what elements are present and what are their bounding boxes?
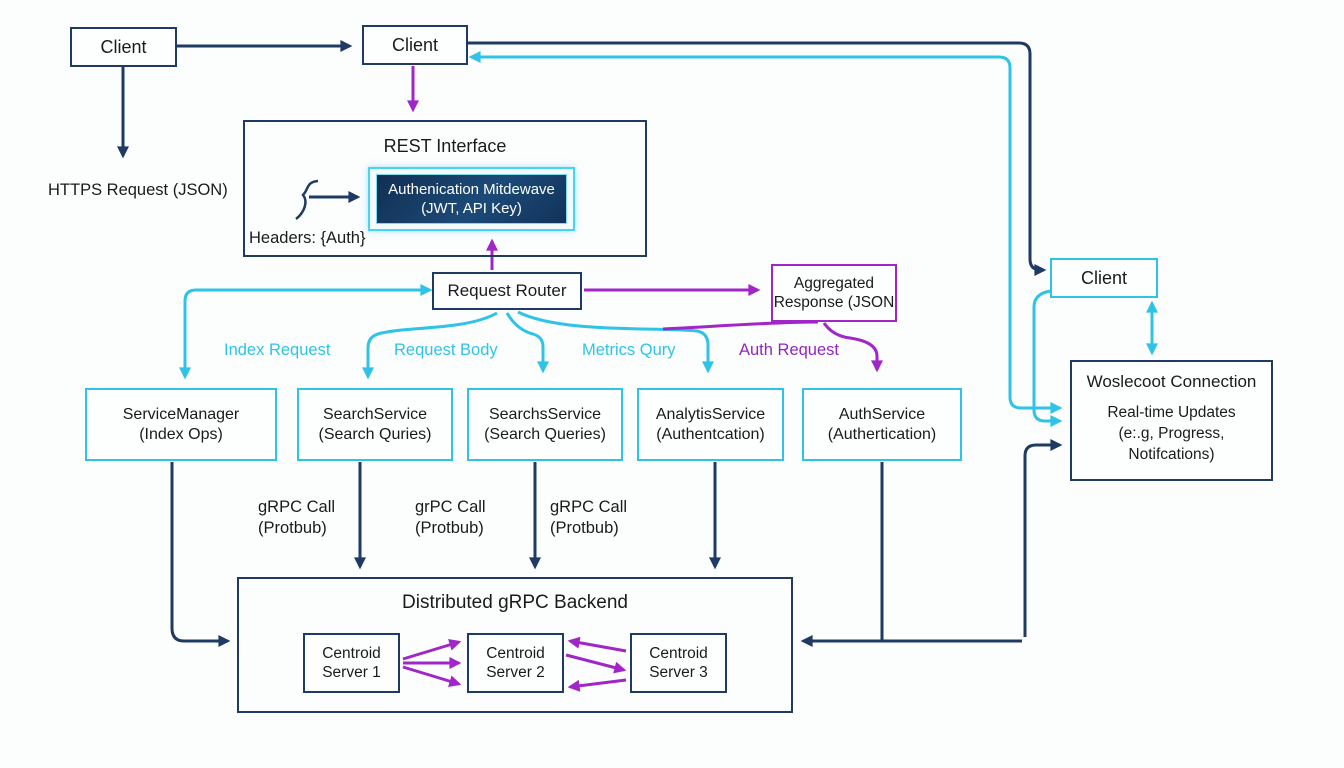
centroid-server-3-box: Centroid Server 3 bbox=[630, 633, 727, 693]
client-box-top-center: Client bbox=[362, 25, 468, 65]
auth-request-label: Auth Request bbox=[739, 341, 839, 359]
metrics-query-label: Metrics Qury bbox=[582, 341, 676, 359]
arrow-backend-to-websocket bbox=[1023, 439, 1063, 637]
service-box-searchservice: SearchService (Search Quries) bbox=[297, 388, 453, 461]
arrow-rightclient-to-websocket bbox=[1032, 289, 1063, 427]
client-box-top-left: Client bbox=[70, 27, 177, 67]
grpc-backend-box: Distributed gRPC Backend bbox=[237, 577, 793, 713]
rest-interface-title: REST Interface bbox=[383, 136, 507, 156]
client-box-right: Client bbox=[1050, 258, 1158, 298]
service-box-authservice: AuthService (Authertication) bbox=[802, 388, 962, 461]
websocket-body: Real-time Updates (e:.g, Progress, Notif… bbox=[1107, 404, 1236, 463]
grpc-call-label-3: gRPC Call (Protbub) bbox=[550, 498, 628, 537]
websocket-connection-box: Woslecoot Connection Real-time Updates (… bbox=[1070, 360, 1273, 481]
auth-middleware-box: Authenication Mitdewave (JWT, API Key) bbox=[376, 174, 567, 224]
grpc-backend-title: Distributed gRPC Backend bbox=[402, 592, 628, 613]
arrow-metrics-query bbox=[505, 312, 549, 374]
service-box-servicemanager: ServiceManager (Index Ops) bbox=[85, 388, 277, 461]
request-router-box: Request Router bbox=[432, 272, 582, 310]
centroid-server-1-box: Centroid Server 1 bbox=[303, 633, 400, 693]
grpc-call-label-2: grPC Call (Protbub) bbox=[415, 498, 486, 537]
centroid-server-2-box: Centroid Server 2 bbox=[467, 633, 564, 693]
rest-interface-box: REST Interface bbox=[243, 120, 647, 257]
aggregated-response-box: Aggregated Response (JSON bbox=[771, 264, 897, 322]
request-body-label: Request Body bbox=[394, 341, 498, 359]
index-request-label: Index Request bbox=[224, 341, 331, 359]
service-box-analyticsservice: AnalytisService (Authentcation) bbox=[637, 388, 784, 461]
headers-label: Headers: {Auth} bbox=[249, 229, 366, 247]
https-request-label: HTTPS Request (JSON) bbox=[48, 181, 228, 199]
arrow-servicemanager-to-backend bbox=[170, 462, 231, 647]
service-box-searchsservice: SearchsService (Search Queries) bbox=[467, 388, 623, 461]
websocket-title: Woslecoot Connection bbox=[1086, 372, 1257, 391]
grpc-call-label-1: gRPC Call (Protbub) bbox=[258, 498, 336, 537]
line-aggregated-tail bbox=[662, 320, 819, 331]
arrow-index-request bbox=[179, 284, 433, 380]
auth-middleware-outer: Authenication Mitdewave (JWT, API Key) bbox=[368, 167, 575, 231]
